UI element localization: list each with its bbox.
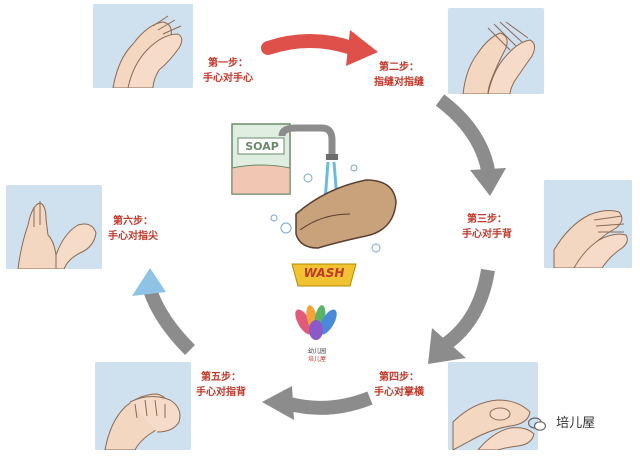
logo-line1: 幼儿园 <box>307 348 326 355</box>
soap-label: SOAP <box>245 140 279 153</box>
wechat-icon <box>528 416 546 431</box>
hands-palm-to-back-icon <box>544 180 632 268</box>
step3-title: 第三步： <box>467 214 507 225</box>
step3-desc: 手心对手背 <box>462 229 512 240</box>
arrow-step2-to-step3 <box>435 94 506 196</box>
step5-desc: 手心对指背 <box>196 387 246 398</box>
arrow-step3-to-step4 <box>428 268 495 364</box>
step3-label: 第三步： 手心对手背 <box>462 212 512 242</box>
hands-palm-to-palm-icon <box>93 4 193 88</box>
colorful-hands-logo-icon <box>295 305 337 340</box>
watermark: 培儿屋 <box>528 412 595 431</box>
step6-desc: 手心对指尖 <box>108 231 158 242</box>
step5-hands-image <box>95 362 191 450</box>
faucet-soap-hands-icon <box>231 123 397 287</box>
step1-label: 第一步： 手心对手心 <box>203 56 253 86</box>
hands-finger-backs-icon <box>95 362 191 450</box>
step1-hands-image <box>93 4 193 88</box>
wash-label: WASH <box>303 266 345 280</box>
step4-title: 第四步： <box>379 372 419 383</box>
arrow-step1-to-step2 <box>261 30 378 66</box>
step6-label: 第六步： 手心对指尖 <box>108 214 158 244</box>
arrow-step5-to-step6 <box>132 268 195 355</box>
watermark-text: 培儿屋 <box>556 416 596 431</box>
step2-label: 第二步： 指缝对指缝 <box>374 60 424 90</box>
step3-hands-image <box>544 180 632 268</box>
kindergarten-logo: 幼儿园 培儿屋 <box>282 304 352 363</box>
step4-desc: 手心对掌横 <box>374 387 424 398</box>
hands-thumb-rub-icon <box>448 362 538 450</box>
hands-fingertips-icon <box>6 185 102 269</box>
step4-hands-image <box>448 362 538 450</box>
step1-title: 第一步： <box>208 58 248 69</box>
center-wash-illustration: SOAP WASH <box>226 118 406 290</box>
step2-title: 第二步： <box>379 62 419 73</box>
arrow-step4-to-step5 <box>262 386 373 420</box>
hands-interlaced-fingers-icon <box>448 8 544 94</box>
step5-title: 第五步： <box>201 372 241 383</box>
step6-title: 第六步： <box>113 216 153 227</box>
logo-line2: 培儿屋 <box>307 356 326 363</box>
step4-label: 第四步： 手心对掌横 <box>374 370 424 400</box>
step1-desc: 手心对手心 <box>203 73 253 84</box>
step2-desc: 指缝对指缝 <box>374 77 424 88</box>
step2-hands-image <box>448 8 544 94</box>
step6-hands-image <box>6 185 102 269</box>
step5-label: 第五步： 手心对指背 <box>196 370 246 400</box>
